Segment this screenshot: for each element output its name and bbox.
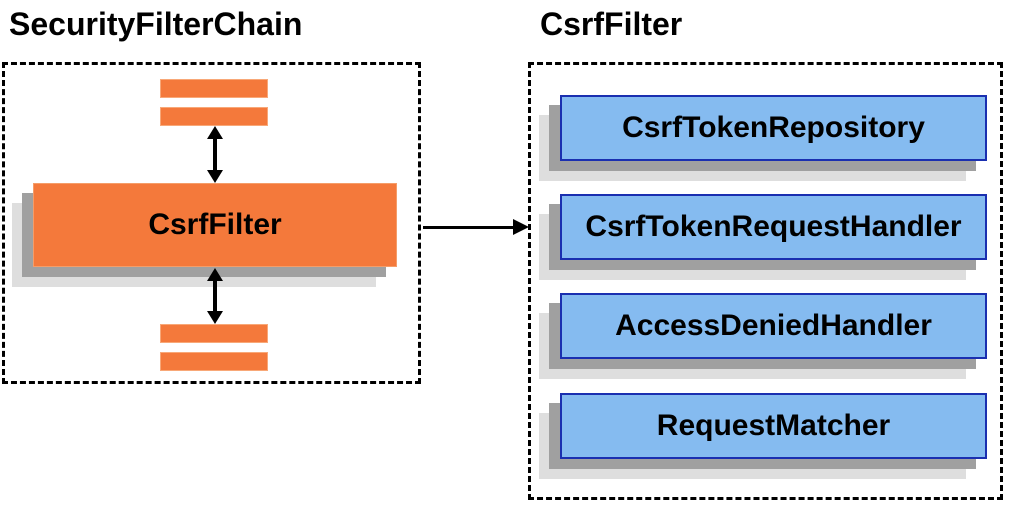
connector-arrow-head-icon [513,219,529,235]
component-label: AccessDeniedHandler [615,309,932,342]
component-label: CsrfTokenRequestHandler [585,210,962,243]
security-filter-chain-title: SecurityFilterChain [9,6,303,42]
component-label: RequestMatcher [656,409,891,442]
csrf-filter-box: CsrfFilter [33,183,397,267]
arrow-down-icon [207,170,223,183]
component-label: CsrfTokenRepository [622,111,925,144]
arrow-down-icon [207,311,223,324]
component-box-access-denied-handler: AccessDeniedHandler [560,293,987,359]
component-box-csrf-token-request-handler: CsrfTokenRequestHandler [560,194,987,260]
security-filter-chain-container [2,62,421,384]
arrow-up-icon [207,126,223,139]
csrf-filter-box-label: CsrfFilter [148,208,282,241]
csrf-filter-container [528,62,1003,500]
csrf-filter-title: CsrfFilter [540,6,683,42]
connector-arrow-shaft [423,226,515,229]
component-box-request-matcher: RequestMatcher [560,393,987,459]
arrow-up-icon [207,268,223,281]
arrow-shaft [213,137,217,172]
component-box-csrf-token-repository: CsrfTokenRepository [560,95,987,161]
filter-bar-bottom-2 [160,352,268,371]
filter-bar-bottom-1 [160,324,268,343]
filter-bar-top-1 [160,79,268,98]
arrow-shaft [213,279,217,312]
filter-bar-top-2 [160,107,268,126]
